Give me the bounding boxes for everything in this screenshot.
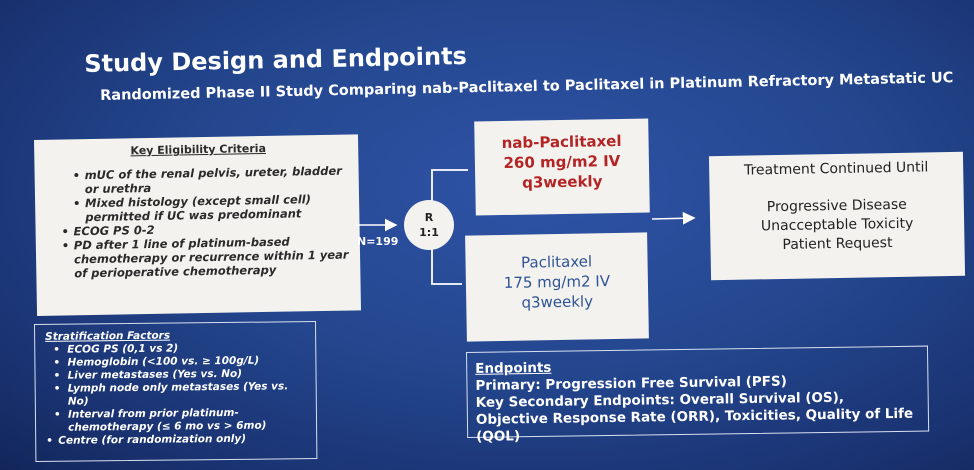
continue-arrow bbox=[651, 211, 696, 225]
arm-paclitaxel: Paclitaxel 175 mg/m2 IV q3weekly bbox=[465, 232, 649, 342]
stratification-item: Interval from prior platinum-chemotherap… bbox=[46, 406, 310, 435]
stratification-item: Lymph node only metastases (Yes vs. No) bbox=[46, 380, 310, 409]
stratification-box: Stratification Factors ECOG PS (0,1 vs 2… bbox=[34, 321, 318, 462]
randomization-label: R bbox=[424, 211, 434, 224]
stratification-list: ECOG PS (0,1 vs 2) Hemoglobin (<100 vs. … bbox=[45, 341, 310, 448]
arm1-schedule: q3weekly bbox=[521, 172, 603, 192]
secondary-endpoints: Key Secondary Endpoints: Overall Surviva… bbox=[475, 389, 914, 445]
arm-nab-paclitaxel: nab-Paclitaxel 260 mg/m2 IV q3weekly bbox=[474, 118, 650, 216]
randomization-circle: R 1:1 bbox=[404, 200, 454, 250]
arm2-schedule: q3weekly bbox=[521, 292, 594, 312]
endpoints-box: Endpoints Primary: Progression Free Surv… bbox=[466, 345, 930, 445]
continuation-reason: Patient Request bbox=[782, 235, 893, 253]
randomization-ratio: 1:1 bbox=[419, 226, 439, 239]
enrollment-count: N=199 bbox=[357, 235, 399, 248]
stratification-item: Centre (for randomization only) bbox=[46, 432, 310, 448]
treatment-continuation-box: Treatment Continued Until Progressive Di… bbox=[708, 151, 966, 281]
